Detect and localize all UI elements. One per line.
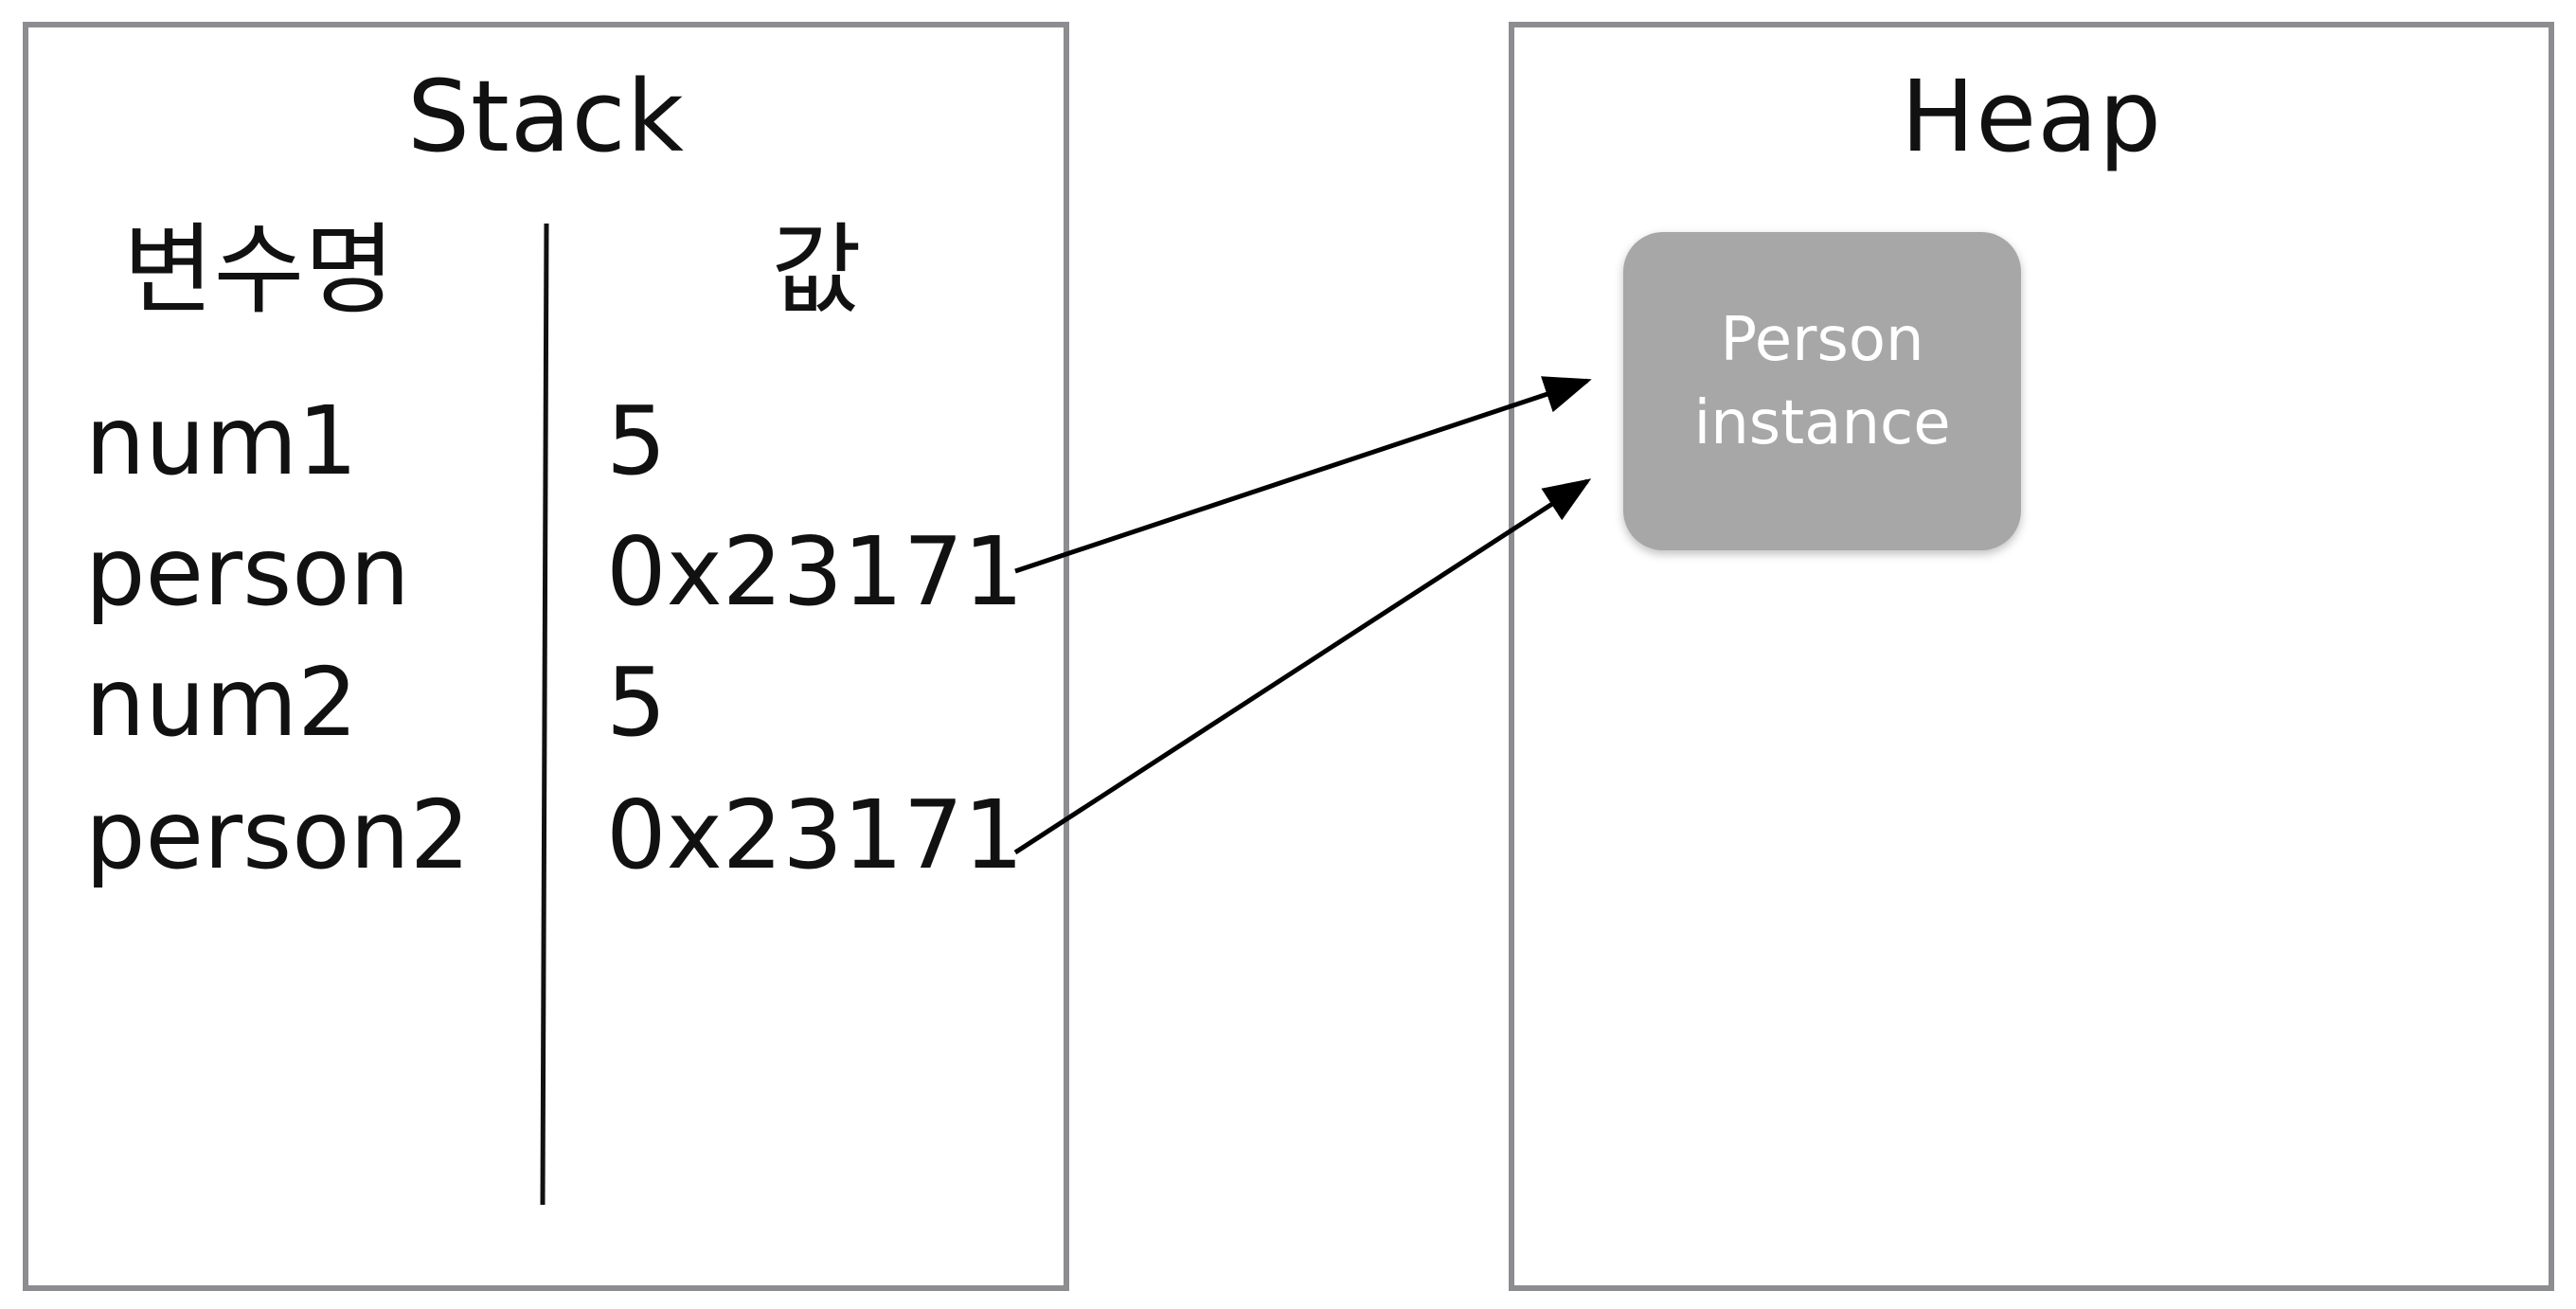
variable-value: 5 (606, 386, 667, 496)
variable-name-header: 변수명 (123, 212, 396, 328)
instance-label: Person instance (1693, 298, 1950, 465)
variable-value: 5 (606, 647, 667, 758)
stack-row: person 0x23171 (0, 506, 2576, 638)
stack-row: num2 5 (0, 637, 2576, 769)
variable-name: num1 (85, 386, 358, 496)
stack-row: person2 0x23171 (0, 769, 2576, 902)
variable-name: person (85, 516, 410, 627)
variable-value: 0x23171 (606, 516, 1024, 627)
heap-panel: Heap (1509, 22, 2554, 1291)
variable-name: num2 (85, 647, 358, 758)
instance-label-line1: Person (1720, 305, 1924, 375)
instance-label-line2: instance (1693, 388, 1951, 458)
variable-name: person2 (85, 780, 471, 890)
stack-title: Stack (407, 59, 685, 174)
variable-value: 0x23171 (606, 780, 1024, 890)
person-instance-box: Person instance (1623, 232, 2021, 550)
heap-title: Heap (1901, 59, 2162, 174)
value-header: 값 (771, 212, 862, 328)
stack-row: num1 5 (0, 375, 2576, 508)
